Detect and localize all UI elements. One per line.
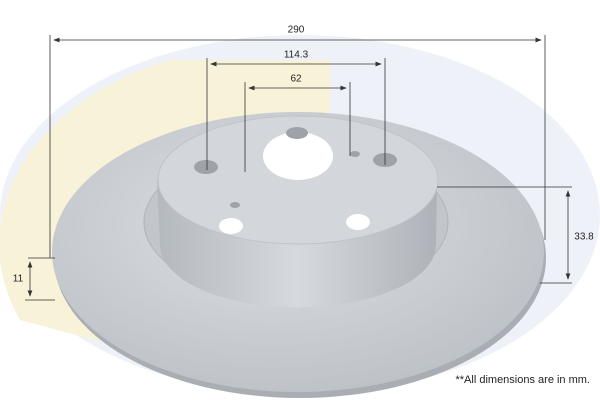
- dimension-lines: [25, 35, 572, 301]
- thickness-label: 11: [12, 273, 24, 285]
- brake-disc: [52, 112, 546, 398]
- outer-diameter-label: 290: [287, 24, 305, 36]
- bolt-holes: [194, 127, 397, 234]
- center-bore-label: 62: [290, 73, 302, 85]
- footnote: **All dimensions are in mm.: [455, 374, 591, 386]
- center-bore-hole: [263, 132, 333, 180]
- height-label: 33.8: [574, 231, 594, 243]
- pcd-label: 114.3: [283, 49, 309, 61]
